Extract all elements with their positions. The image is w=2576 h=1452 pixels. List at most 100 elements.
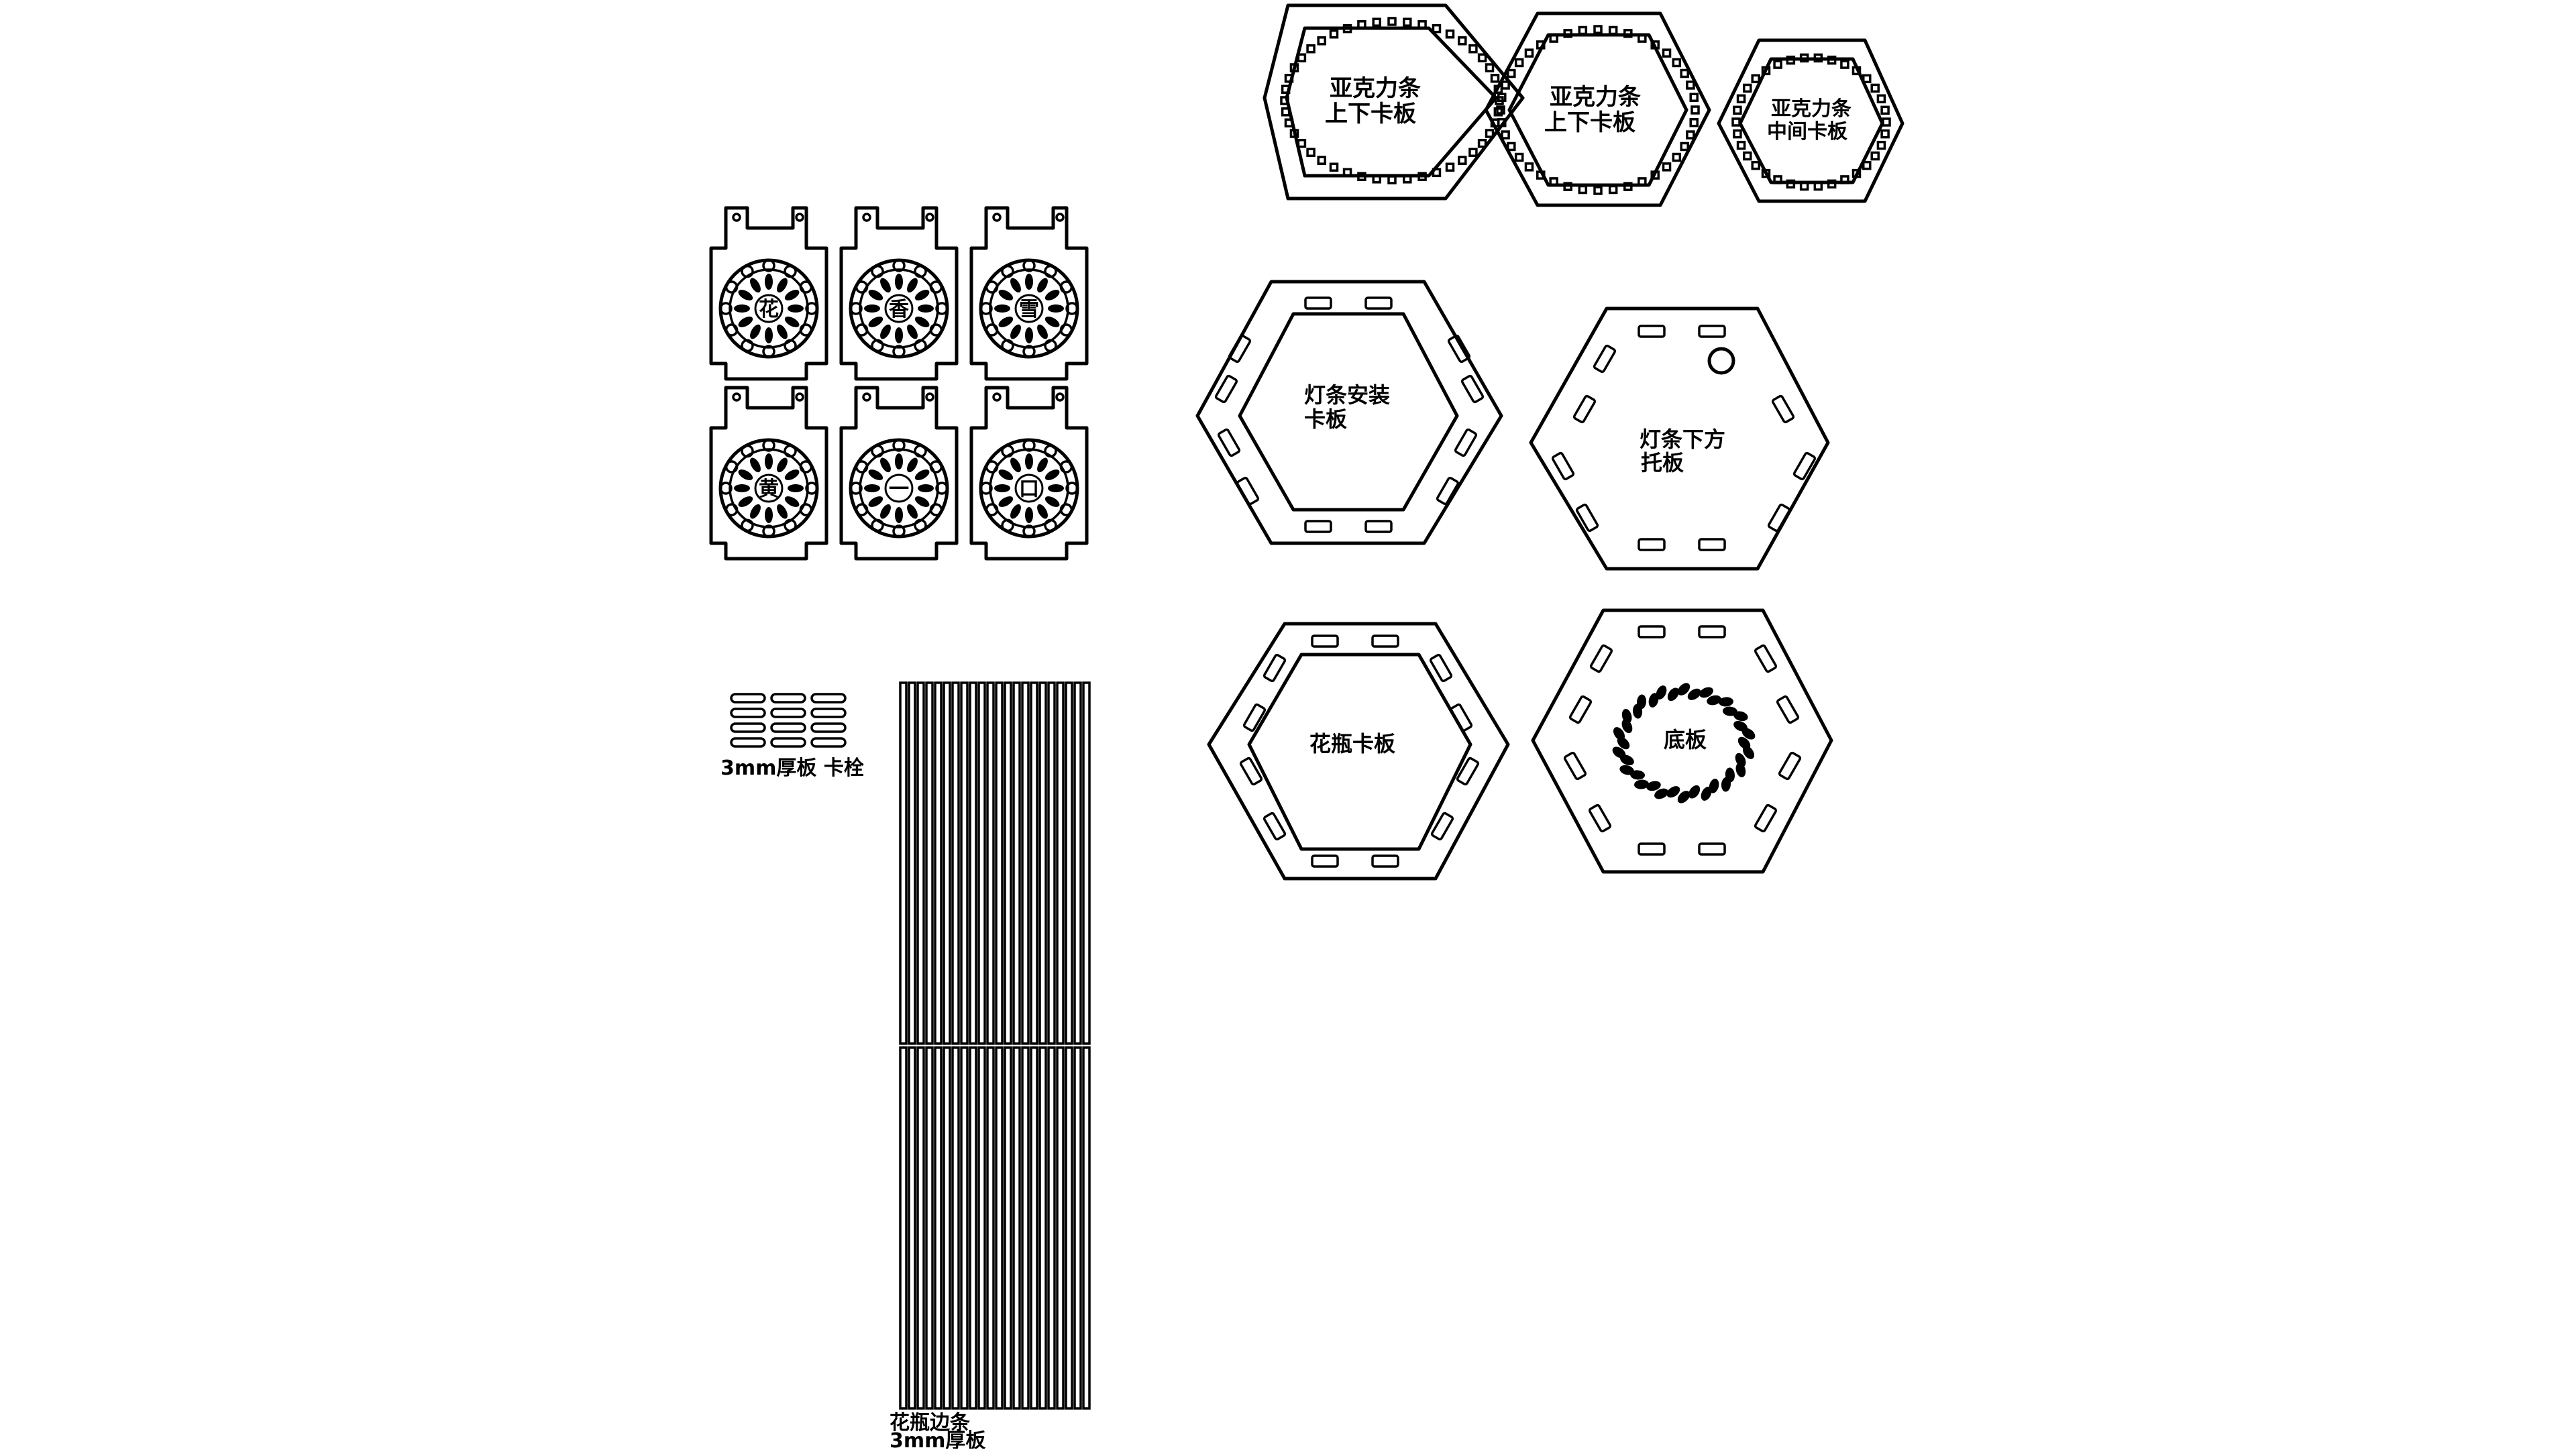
medallion-bead	[892, 259, 906, 272]
slot	[1364, 520, 1393, 533]
slot	[1698, 325, 1726, 338]
square-hole	[1851, 168, 1862, 178]
medallion-petal	[750, 278, 761, 293]
medallion-bead	[871, 518, 884, 533]
medallion-petal	[1010, 457, 1021, 473]
square-hole	[1880, 129, 1890, 139]
medallion-bead	[871, 444, 884, 458]
label-acrylic-a-line2: 上下卡板	[1325, 101, 1416, 127]
label-vase-plate: 花瓶卡板	[1309, 731, 1395, 757]
medallion-inner-ring	[989, 448, 1069, 528]
medallion-petal	[734, 304, 750, 313]
medallion-plate: 雪	[969, 206, 1089, 381]
medallion-bead	[784, 264, 797, 278]
slot	[1698, 625, 1726, 638]
medallion-bead	[741, 339, 754, 353]
edge-strip	[951, 1046, 960, 1410]
square-hole	[1387, 17, 1397, 26]
medallion-bead	[892, 524, 906, 538]
medallion-inner-ring	[859, 268, 939, 349]
slot	[1263, 653, 1287, 683]
pin	[770, 737, 806, 748]
pin	[730, 708, 766, 718]
square-hole	[1549, 177, 1558, 186]
medallion-petal	[1048, 484, 1064, 492]
medallion-bead	[762, 345, 775, 358]
edge-strip	[925, 681, 934, 1045]
medallion-bead	[799, 323, 813, 337]
medallion-petal	[1025, 327, 1033, 343]
square-hole	[1306, 148, 1316, 158]
medallion-petal	[784, 290, 800, 300]
pin	[810, 737, 847, 748]
medallion-petal	[765, 327, 773, 343]
square-hole	[1736, 140, 1746, 150]
slot	[1551, 451, 1575, 481]
medallion-petal	[907, 457, 918, 473]
label-strip-support-line2: 托板	[1641, 450, 1684, 476]
slot	[1311, 854, 1339, 868]
medallion-bead	[762, 524, 775, 538]
edge-strip	[934, 681, 943, 1045]
edge-strip	[916, 681, 925, 1045]
medallion-petal	[864, 304, 880, 313]
medallion-bead	[1059, 323, 1073, 337]
leaf-cutout	[1646, 781, 1661, 791]
square-hole	[1690, 105, 1700, 115]
square-hole	[1485, 63, 1495, 72]
light-strip-support-plate: 灯条下方 托板	[1529, 306, 1830, 571]
medallion-bead	[935, 302, 949, 315]
square-hole	[1672, 152, 1682, 162]
medallion-center	[884, 294, 914, 323]
medallion-char: 口	[1019, 478, 1039, 501]
edge-strip	[1030, 1046, 1038, 1410]
slot	[1304, 520, 1332, 533]
leaf-cutout	[1621, 709, 1632, 724]
square-hole	[1536, 40, 1546, 50]
medallion-outline	[839, 206, 959, 381]
square-hole	[1549, 34, 1558, 43]
medallion-bead	[1059, 280, 1073, 294]
square-hole	[1593, 25, 1603, 34]
label-acrylic-mid-line1: 亚克力条	[1771, 97, 1851, 121]
medallion-petal	[1037, 504, 1048, 519]
edge-strip	[1047, 1046, 1056, 1410]
square-hole	[1761, 66, 1771, 76]
label-acrylic-a-line1: 亚克力条	[1330, 75, 1421, 102]
medallion-petal	[750, 324, 761, 339]
edge-strip	[995, 1046, 1004, 1410]
medallion-petal	[895, 453, 903, 469]
square-hole	[1751, 74, 1760, 84]
medallion-petal	[998, 496, 1014, 507]
leaf-cutout	[1735, 763, 1746, 777]
medallion-bead	[724, 280, 739, 294]
medallion-bead	[805, 482, 818, 495]
medallion-petal	[895, 274, 903, 290]
leaf-cutout	[1654, 788, 1668, 799]
medallion-petal	[895, 507, 903, 523]
square-hole	[1680, 68, 1689, 78]
leaf-cutout	[1722, 706, 1737, 716]
medallion-petal	[1044, 317, 1060, 327]
square-hole	[1417, 20, 1427, 30]
square-hole	[1284, 74, 1294, 83]
square-hole	[1458, 156, 1467, 165]
medallion-bead	[871, 264, 884, 278]
square-hole	[1468, 148, 1478, 158]
edge-strip	[960, 681, 969, 1045]
slot	[1638, 842, 1666, 856]
medallion-bead	[1065, 302, 1079, 315]
slot	[1698, 538, 1726, 551]
slot	[1593, 344, 1617, 374]
slot	[1304, 296, 1332, 310]
slot	[1771, 394, 1795, 424]
medallion-char: 一	[889, 478, 909, 501]
edge-strip	[916, 1046, 925, 1410]
slot	[1778, 751, 1802, 781]
medallion-petal	[1037, 278, 1048, 293]
medallion-petal	[777, 324, 788, 339]
medallion-petal	[750, 504, 761, 519]
pin	[810, 722, 847, 733]
tab-hole	[862, 213, 871, 222]
square-hole	[1870, 83, 1880, 93]
